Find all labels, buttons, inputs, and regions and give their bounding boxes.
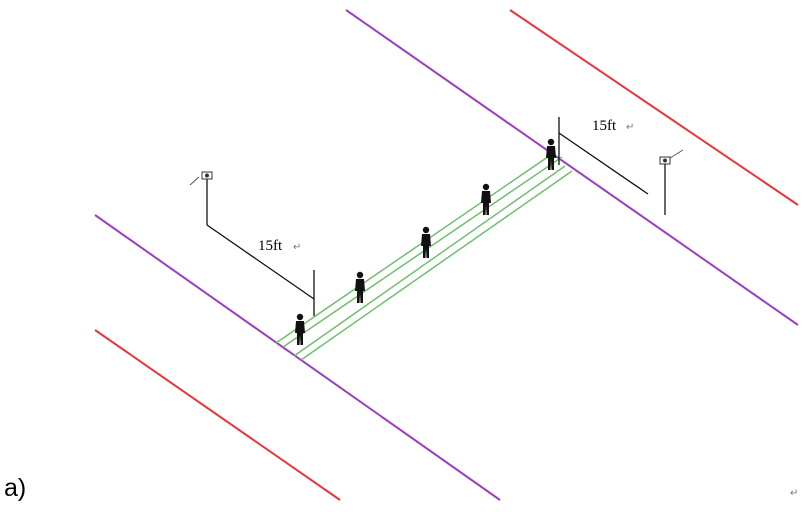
figure-caption: a) — [4, 474, 27, 502]
pedestrian-icon — [355, 271, 365, 303]
pedestrian-icon — [481, 183, 491, 215]
outer-red-line-top — [509, 9, 799, 206]
pedestrian-icon — [295, 313, 305, 345]
street-light-icon — [189, 171, 213, 225]
dimension-right — [558, 117, 649, 195]
return-mark-right: ↵ — [626, 122, 634, 133]
road-edge-bottom — [94, 214, 501, 501]
road-edge-top — [345, 9, 799, 326]
return-mark: ↵ — [790, 488, 799, 499]
pedestrians — [295, 138, 556, 345]
dimension-label-right: 15ft — [592, 118, 617, 134]
dimension-left — [206, 224, 315, 316]
street-light-icon — [659, 149, 684, 215]
pedestrian-icon — [546, 138, 556, 170]
outer-red-line-bottom — [94, 329, 341, 501]
crosswalk — [275, 151, 573, 361]
dimension-label-left: 15ft — [258, 238, 283, 254]
return-mark-left: ↵ — [293, 242, 301, 253]
pedestrian-icon — [421, 226, 431, 258]
